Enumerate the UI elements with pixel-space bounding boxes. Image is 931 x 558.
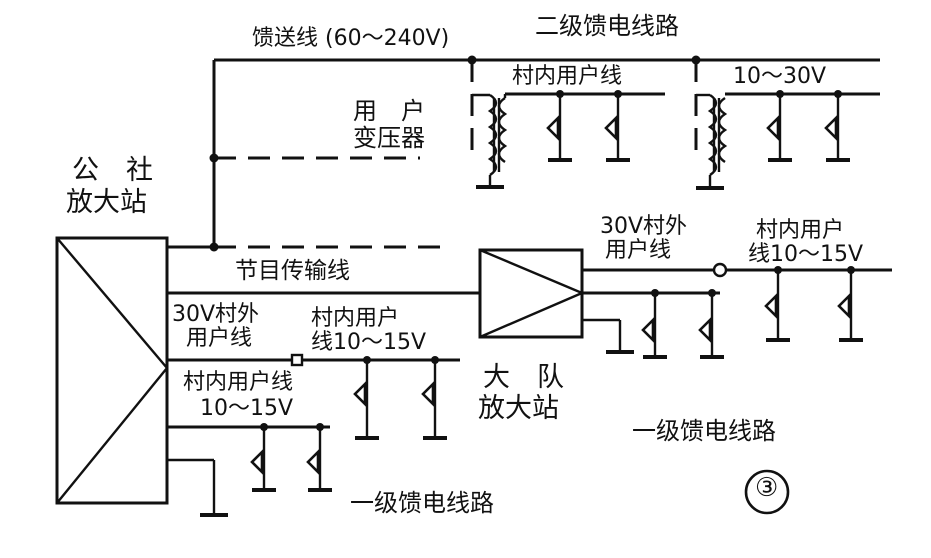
brigade-output-lines (582, 262, 892, 359)
user-transformer-label-1: 用 户 (353, 97, 425, 125)
commune-station-label-1: 公 社 (72, 155, 153, 186)
feeder-line-label: 馈送线 (60～240V) (252, 26, 450, 51)
feeder-line-trunk (167, 55, 880, 252)
village-user-line-top-left (505, 90, 665, 162)
user-transformer-1 (472, 93, 508, 189)
primary-circuit-right-label: 一级馈电线路 (632, 417, 776, 445)
outer-user-line-left-label-1: 30V村外 (172, 302, 260, 327)
secondary-circuit-label: 二级馈电线路 (535, 12, 679, 40)
brigade-amplifier-box (478, 248, 634, 354)
outer-user-line-right-label-1: 30V村外 (600, 214, 688, 239)
inner-user-line-low-label-1: 村内用户线 (183, 370, 294, 395)
village-user-line-top-label: 村内用户线 (512, 64, 623, 89)
commune-outer-user-line (167, 353, 460, 440)
commune-station-label-2: 放大站 (66, 187, 147, 218)
user-transformer-2 (696, 93, 728, 190)
brigade-station-label-1: 大 队 (483, 362, 564, 393)
inner-user-line-right-label-1: 村内用户 (756, 218, 845, 243)
inner-user-line-low-label-2: 10～15V (200, 396, 294, 421)
user-transformer-label-2: 变压器 (353, 124, 425, 152)
primary-circuit-bottom-label: 一级馈电线路 (350, 489, 494, 517)
commune-amplifier-box (55, 236, 169, 505)
outer-user-line-left-label-2: 用户线 (186, 326, 253, 351)
commune-inner-user-line (167, 423, 332, 517)
village-user-line-top-right (725, 90, 880, 162)
voltage-top-right-label: 10～30V (733, 64, 827, 89)
inner-user-line-right-label-2: 线10～15V (748, 242, 864, 267)
brigade-station-label-2: 放大站 (478, 393, 559, 424)
outer-user-line-right-label-2: 用户线 (605, 238, 672, 263)
inner-user-line-mid-label-2: 线10～15V (311, 330, 427, 355)
dashed-lines (214, 60, 698, 249)
program-line-label: 节目传输线 (235, 258, 350, 284)
figure-number: ③ (755, 473, 779, 503)
figure-number-circle (744, 469, 790, 515)
inner-user-line-mid-label-1: 村内用户 (311, 306, 400, 331)
